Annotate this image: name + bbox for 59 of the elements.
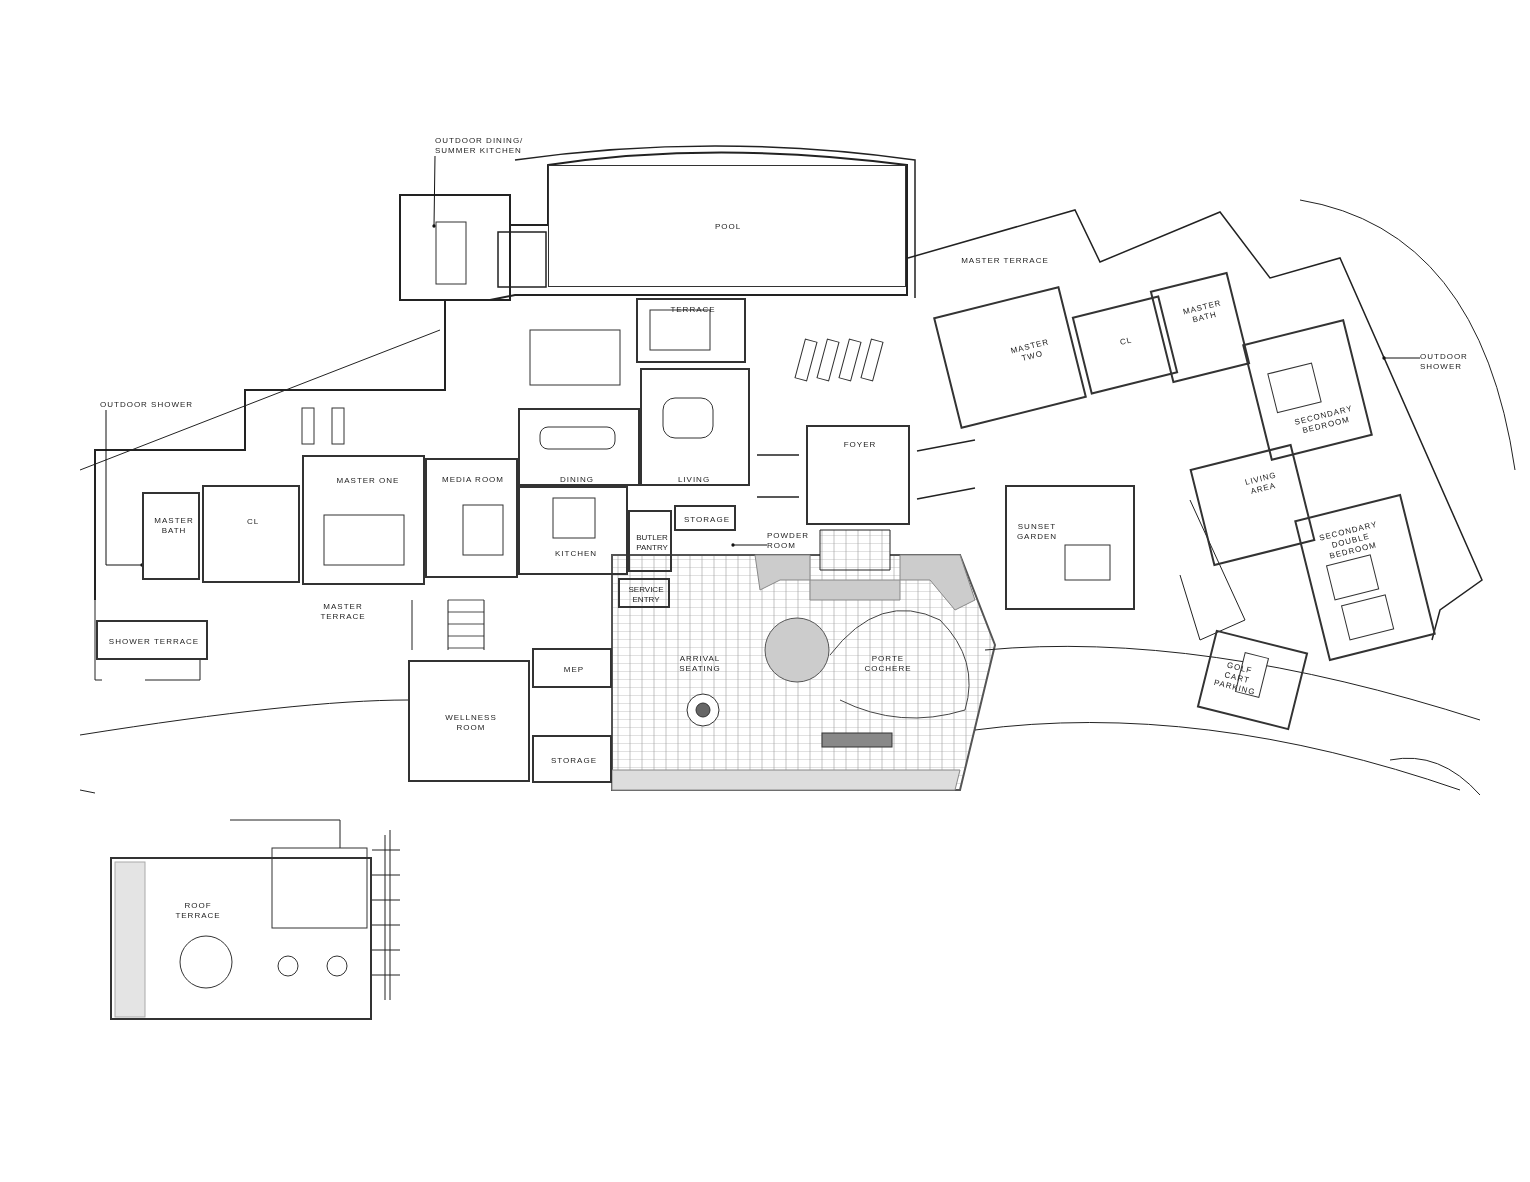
room-label: SUNSET GARDEN (1015, 522, 1059, 542)
room-label: MASTER ONE (336, 476, 400, 486)
room-label: BUTLER PANTRY (635, 533, 669, 553)
room-outline (1149, 271, 1251, 384)
room-outline (142, 492, 200, 580)
room-outline (933, 286, 1087, 429)
room-label: MEDIA ROOM (442, 475, 504, 485)
room-outline (1189, 443, 1316, 567)
callout-label: OUTDOOR SHOWER (100, 400, 210, 410)
room-label: LIVING (677, 475, 711, 485)
room-label: MASTER BATH (154, 516, 194, 536)
room-label: MEP (563, 665, 585, 675)
room-label: KITCHEN (554, 549, 598, 559)
pool-outline (548, 165, 906, 287)
room-outline (518, 408, 640, 486)
room-outline (302, 455, 425, 585)
room-outline (1005, 485, 1135, 610)
room-label: CL (1119, 335, 1134, 348)
room-label: SHOWER TERRACE (108, 637, 200, 647)
room-outline (1196, 629, 1309, 731)
room-label: FOYER (843, 440, 877, 450)
room-outline (618, 578, 670, 608)
room-label: CL (246, 517, 260, 527)
leader-line (105, 409, 144, 567)
area-label: PORTE COCHERE (863, 654, 913, 674)
room-outline (202, 485, 300, 583)
room-outline (532, 648, 612, 688)
room-label: STORAGE (551, 756, 597, 766)
room-label: ROOF TERRACE (174, 901, 222, 921)
room-label: WELLNESS ROOM (444, 713, 498, 733)
room-outline (532, 735, 612, 783)
leader-line (731, 543, 768, 547)
room-label: TERRACE (670, 305, 716, 315)
callout-label: OUTDOOR DINING/ SUMMER KITCHEN (435, 136, 550, 156)
room-outline (110, 857, 372, 1020)
room-outline (806, 425, 910, 525)
callout-label: POWDER ROOM (767, 531, 817, 551)
room-label: STORAGE (684, 515, 730, 525)
room-outline (1242, 319, 1373, 461)
room-outline (640, 368, 750, 486)
room-label: DINING (560, 475, 594, 485)
room-outline (518, 486, 628, 575)
area-label: MASTER TERRACE (319, 602, 367, 622)
room-label: SERVICE ENTRY (627, 585, 665, 605)
room-outline (674, 505, 736, 531)
room-outline (408, 660, 530, 782)
room-label: POOL (714, 222, 742, 232)
leader-line (432, 155, 436, 228)
room-outline (96, 620, 208, 660)
leader-line (1382, 356, 1421, 360)
room-outline (1294, 493, 1436, 662)
area-label: ARRIVAL SEATING (678, 654, 722, 674)
callout-label: OUTDOOR SHOWER (1420, 352, 1470, 372)
area-label: MASTER TERRACE (960, 256, 1050, 266)
room-label: LIVING AREA (1243, 469, 1279, 498)
room-outline (636, 298, 746, 363)
room-outline (628, 510, 672, 572)
room-outline (425, 458, 518, 578)
room-outline (1071, 295, 1179, 395)
